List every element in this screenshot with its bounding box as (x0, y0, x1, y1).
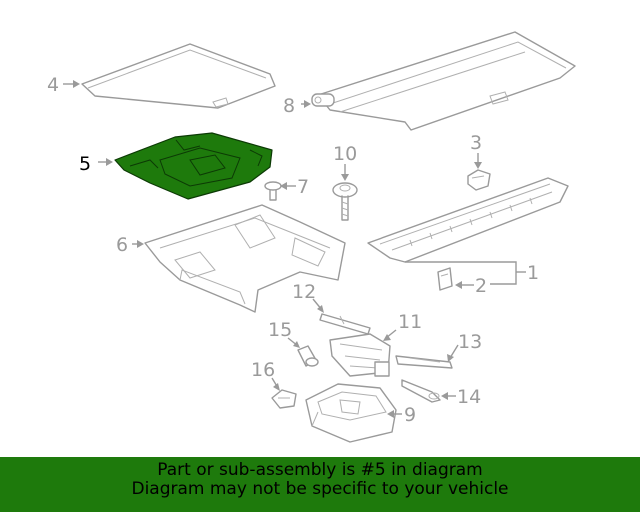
part-8-cargo-cover[interactable] (311, 31, 576, 131)
callout-11: 11 (398, 311, 422, 333)
part-2-clip[interactable] (437, 267, 453, 291)
callout-5: 5 (79, 153, 91, 175)
callout-10: 10 (333, 143, 357, 165)
callout-1: 1 (527, 262, 539, 284)
part-16-knob[interactable] (271, 389, 297, 409)
part-5-storage-tray-highlighted[interactable] (114, 132, 273, 200)
callout-12: 12 (292, 281, 316, 303)
callout-16: 16 (251, 359, 275, 381)
callout-3: 3 (470, 132, 482, 154)
callout-14: 14 (457, 386, 481, 408)
part-9-tool-organizer[interactable] (305, 383, 397, 443)
callout-15: 15 (268, 319, 292, 341)
part-4-floor-panel[interactable] (81, 43, 276, 109)
parts-diagram: 4 8 5 7 10 (47, 31, 576, 443)
part-12-tool[interactable] (319, 313, 371, 335)
callout-2: 2 (475, 275, 487, 297)
part-7-screw[interactable] (264, 181, 282, 201)
callout-7: 7 (297, 176, 309, 198)
part-6-storage-bin[interactable] (144, 204, 346, 313)
part-10-bolt[interactable] (332, 182, 358, 221)
part-1-sill-trim[interactable] (367, 177, 569, 263)
part-15-plug[interactable] (297, 345, 319, 367)
part-3-clip[interactable] (467, 169, 491, 191)
callout-6: 6 (116, 234, 128, 256)
callout-13: 13 (458, 331, 482, 353)
info-banner: Part or sub-assembly is #5 in diagram Di… (0, 457, 640, 512)
banner-line-1: Part or sub-assembly is #5 in diagram (157, 460, 483, 480)
part-14-lug-wrench[interactable] (401, 379, 441, 403)
callout-4: 4 (47, 74, 59, 96)
part-11-jack[interactable] (329, 333, 391, 377)
callout-8: 8 (283, 95, 295, 117)
callout-9: 9 (404, 404, 416, 426)
part-13-handle[interactable] (395, 355, 453, 369)
banner-line-2: Diagram may not be specific to your vehi… (131, 479, 509, 499)
